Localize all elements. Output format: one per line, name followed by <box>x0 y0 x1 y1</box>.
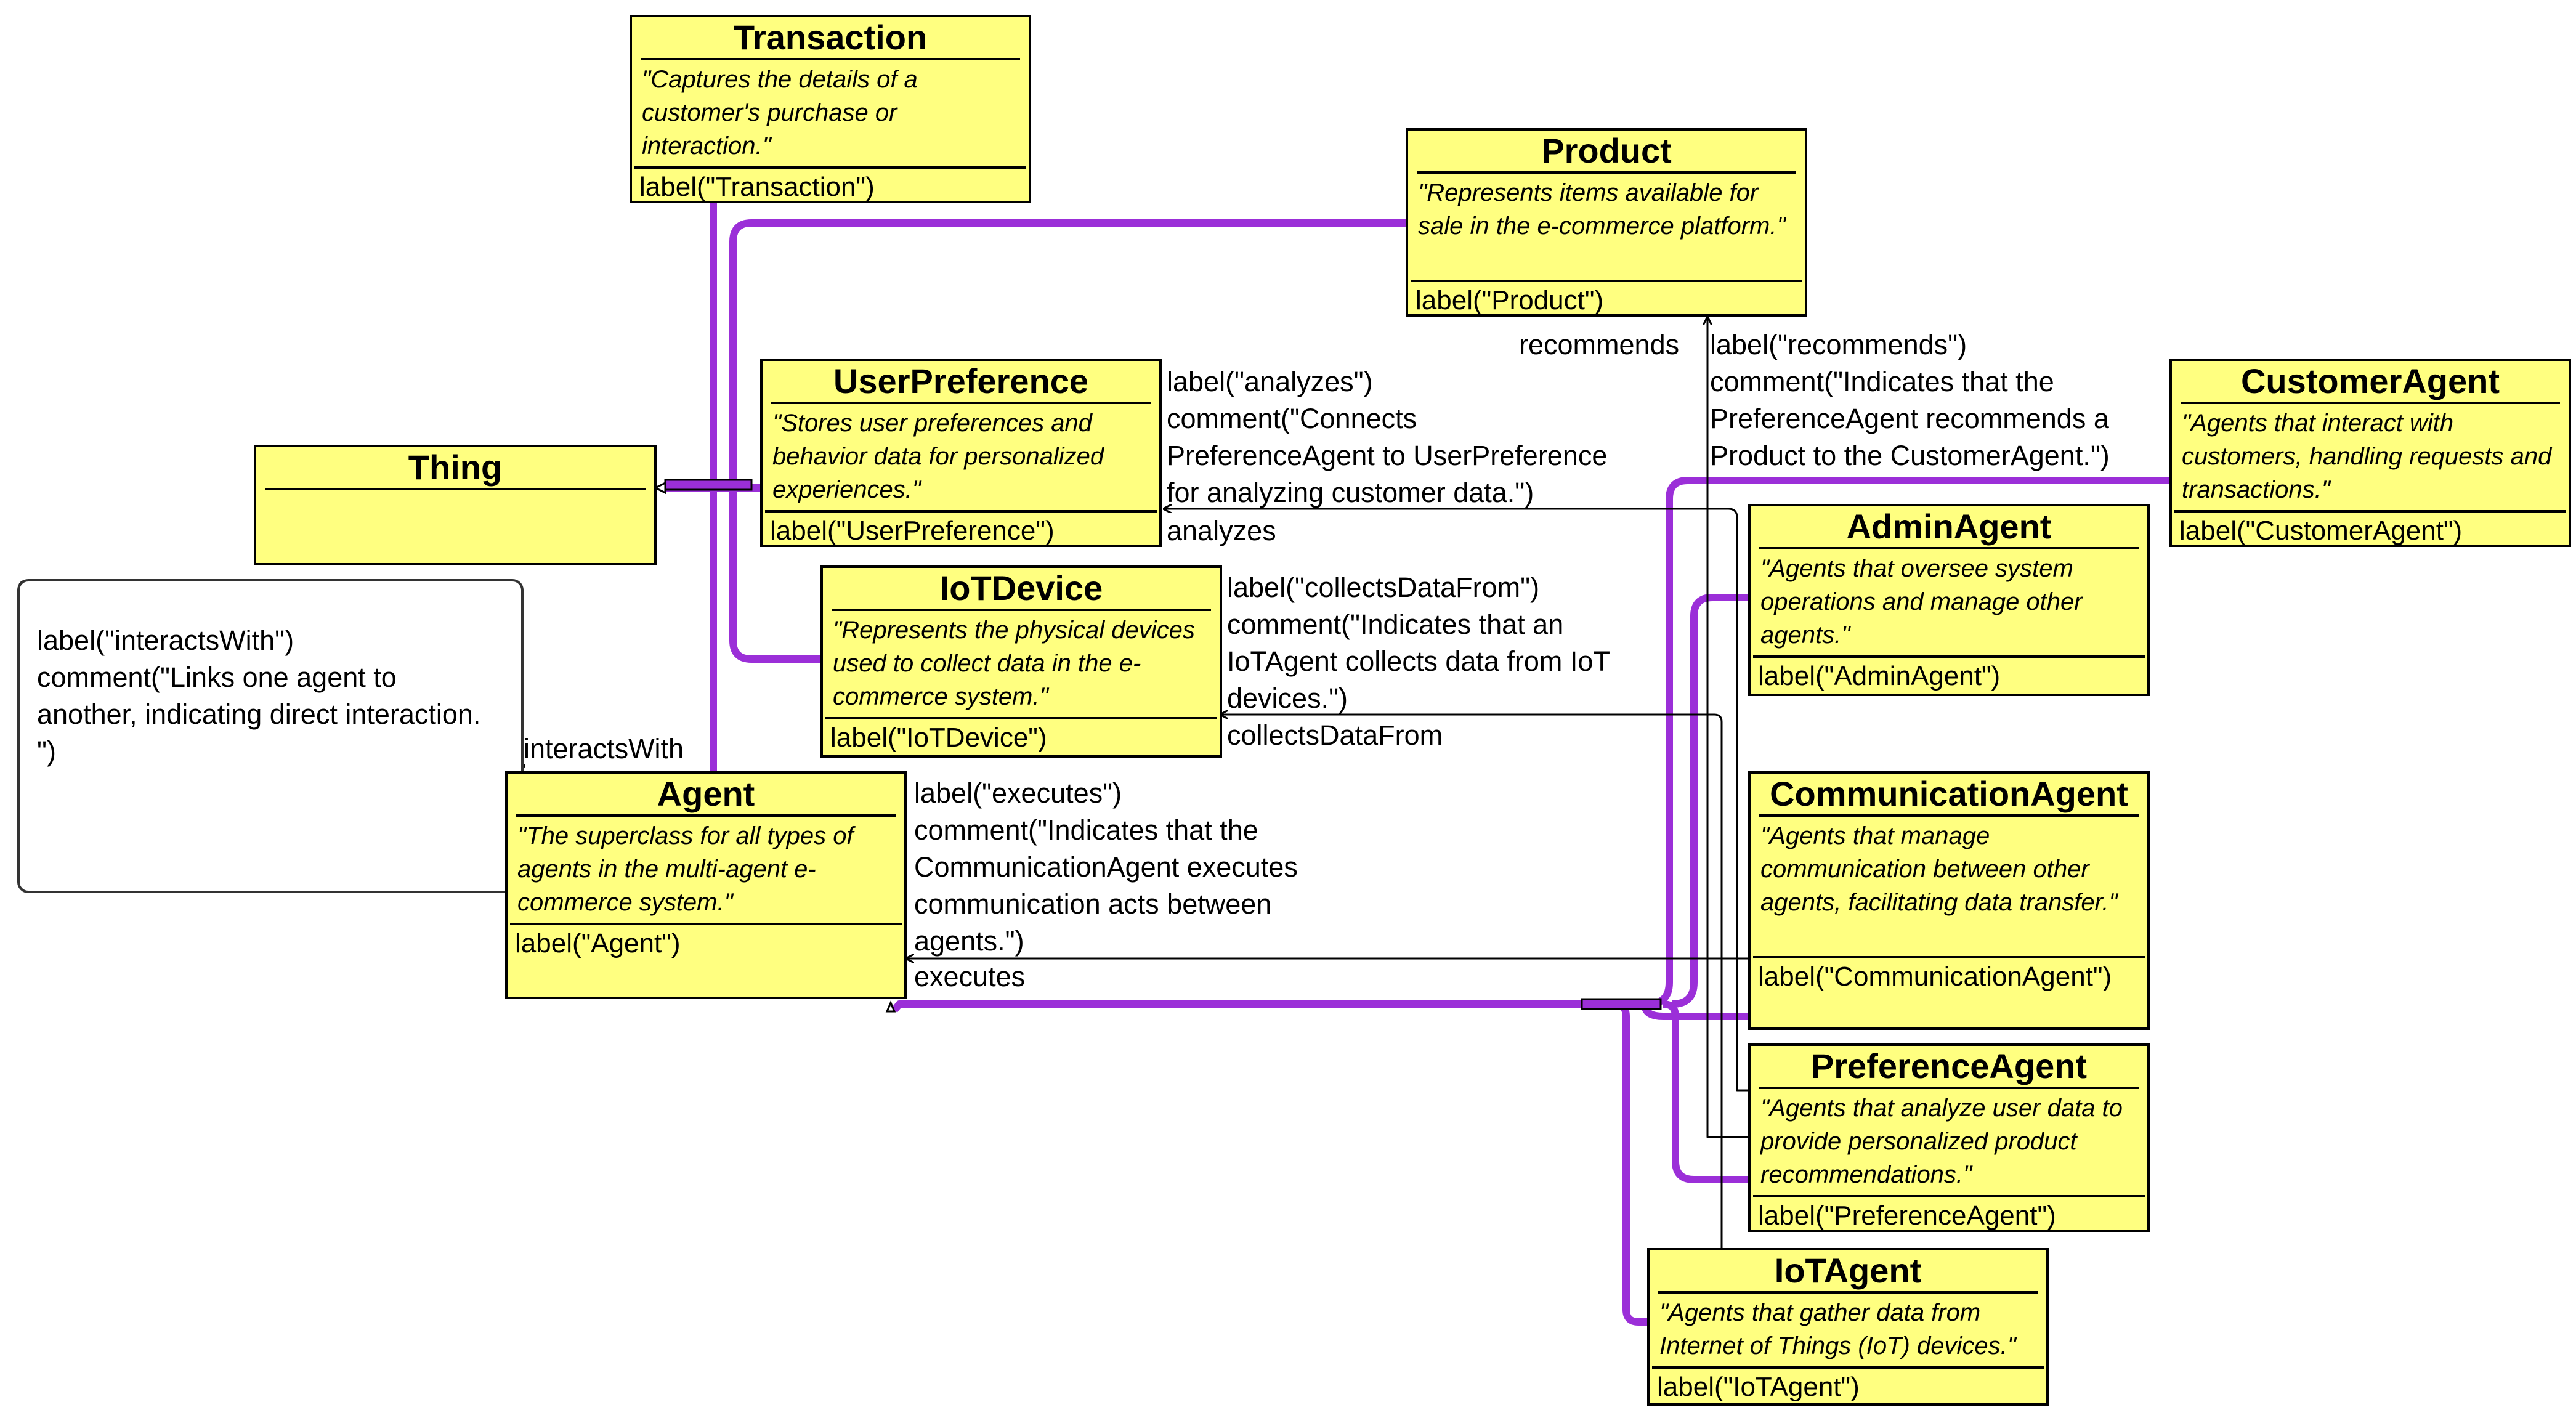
iotdevice-subclass-line <box>729 488 820 663</box>
class-label: label("PreferenceAgent") <box>1758 1201 2056 1231</box>
class-label: label("IoTAgent") <box>1657 1372 1860 1402</box>
class-adminagent[interactable]: AdminAgent "Agents that oversee system o… <box>1748 504 2150 696</box>
class-label: label("AdminAgent") <box>1758 661 2001 691</box>
class-thing[interactable]: Thing <box>254 445 657 565</box>
class-name: Agent <box>516 774 896 817</box>
collectsdatafrom-name: collectsDataFrom <box>1227 719 1443 751</box>
class-agent[interactable]: Agent "The superclass for all types of a… <box>505 771 907 999</box>
class-name: AdminAgent <box>1759 506 2139 549</box>
interactswith-note <box>17 579 524 893</box>
class-name: UserPreference <box>771 361 1151 404</box>
class-communicationagent[interactable]: CommunicationAgent "Agents that manage c… <box>1748 771 2150 1030</box>
class-label: label("CustomerAgent") <box>2179 516 2463 546</box>
class-transaction[interactable]: Transaction "Captures the details of a c… <box>630 15 1031 203</box>
class-comment: "Agents that oversee system operations a… <box>1753 549 2145 658</box>
collectsdatafrom-line <box>1221 715 1723 1250</box>
class-iotdevice[interactable]: IoTDevice "Represents the physical devic… <box>820 565 1222 758</box>
product-subclass-line <box>729 219 1406 488</box>
class-comment: "Represents the physical devices used to… <box>825 611 1217 719</box>
recommends-line <box>1707 318 1748 1138</box>
class-customeragent[interactable]: CustomerAgent "Agents that interact with… <box>2169 359 2571 547</box>
executes-name: executes <box>914 961 1026 992</box>
agent-inheritance-hub <box>1581 998 1662 1010</box>
class-comment: "Agents that manage communication betwee… <box>1753 817 2145 958</box>
class-label: label("IoTDevice") <box>830 723 1047 753</box>
class-userpreference[interactable]: UserPreference "Stores user preferences … <box>760 359 1162 547</box>
recommends-annotation: label("recommends") comment("Indicates t… <box>1710 329 2110 471</box>
class-comment: "Stores user preferences and behavior da… <box>765 404 1157 513</box>
class-label: label("Transaction") <box>639 172 875 202</box>
class-comment: "Agents that gather data from Internet o… <box>1652 1294 2044 1369</box>
executes-annotation: label("executes") comment("Indicates tha… <box>914 777 1298 957</box>
analyzes-name: analyzes <box>1167 515 1276 546</box>
class-label: label("Product") <box>1416 285 1604 315</box>
class-comment: "Captures the details of a customer's pu… <box>634 60 1026 169</box>
preferenceagent-subclass-line <box>1663 1000 1748 1183</box>
class-preferenceagent[interactable]: PreferenceAgent "Agents that analyze use… <box>1748 1043 2150 1232</box>
class-label: label("UserPreference") <box>770 516 1055 546</box>
class-name: PreferenceAgent <box>1759 1046 2139 1089</box>
class-name: Product <box>1417 131 1796 174</box>
agent-inheritance-arrow <box>885 1000 896 1013</box>
class-name: Transaction <box>641 17 1020 60</box>
class-name: CommunicationAgent <box>1759 774 2139 817</box>
class-name: IoTDevice <box>832 568 1211 611</box>
class-name: CustomerAgent <box>2181 361 2560 404</box>
agent-inheritance-trunk <box>891 1000 1657 1013</box>
class-comment: "Agents that analyze user data to provid… <box>1753 1089 2145 1197</box>
thing-inheritance-hub <box>664 479 753 491</box>
recommends-name: recommends <box>1519 329 1680 360</box>
analyzes-annotation: label("analyzes") comment("Connects Pref… <box>1167 366 1608 508</box>
class-comment: "Agents that interact with customers, ha… <box>2174 404 2566 513</box>
class-comment: "The superclass for all types of agents … <box>510 817 902 925</box>
class-product[interactable]: Product "Represents items available for … <box>1406 128 1807 317</box>
class-name: Thing <box>265 447 646 490</box>
collectsdatafrom-annotation: label("collectsDataFrom") comment("Indic… <box>1227 572 1610 714</box>
interactswith-name: interactsWith <box>524 733 684 764</box>
class-name: IoTAgent <box>1658 1250 2038 1294</box>
class-comment: "Represents items available for sale in … <box>1411 174 1802 282</box>
class-label: label("Agent") <box>515 928 681 958</box>
interactswith-annotation: label("interactsWith") comment("Links on… <box>37 625 481 767</box>
iotagent-subclass-line <box>1613 1000 1647 1326</box>
thing-inheritance-arrow <box>653 481 666 495</box>
class-iotagent[interactable]: IoTAgent "Agents that gather data from I… <box>1647 1248 2049 1406</box>
adminagent-subclass-line <box>1672 594 1748 1008</box>
class-label: label("CommunicationAgent") <box>1758 962 2112 992</box>
analyzes-line <box>1164 509 1748 1092</box>
